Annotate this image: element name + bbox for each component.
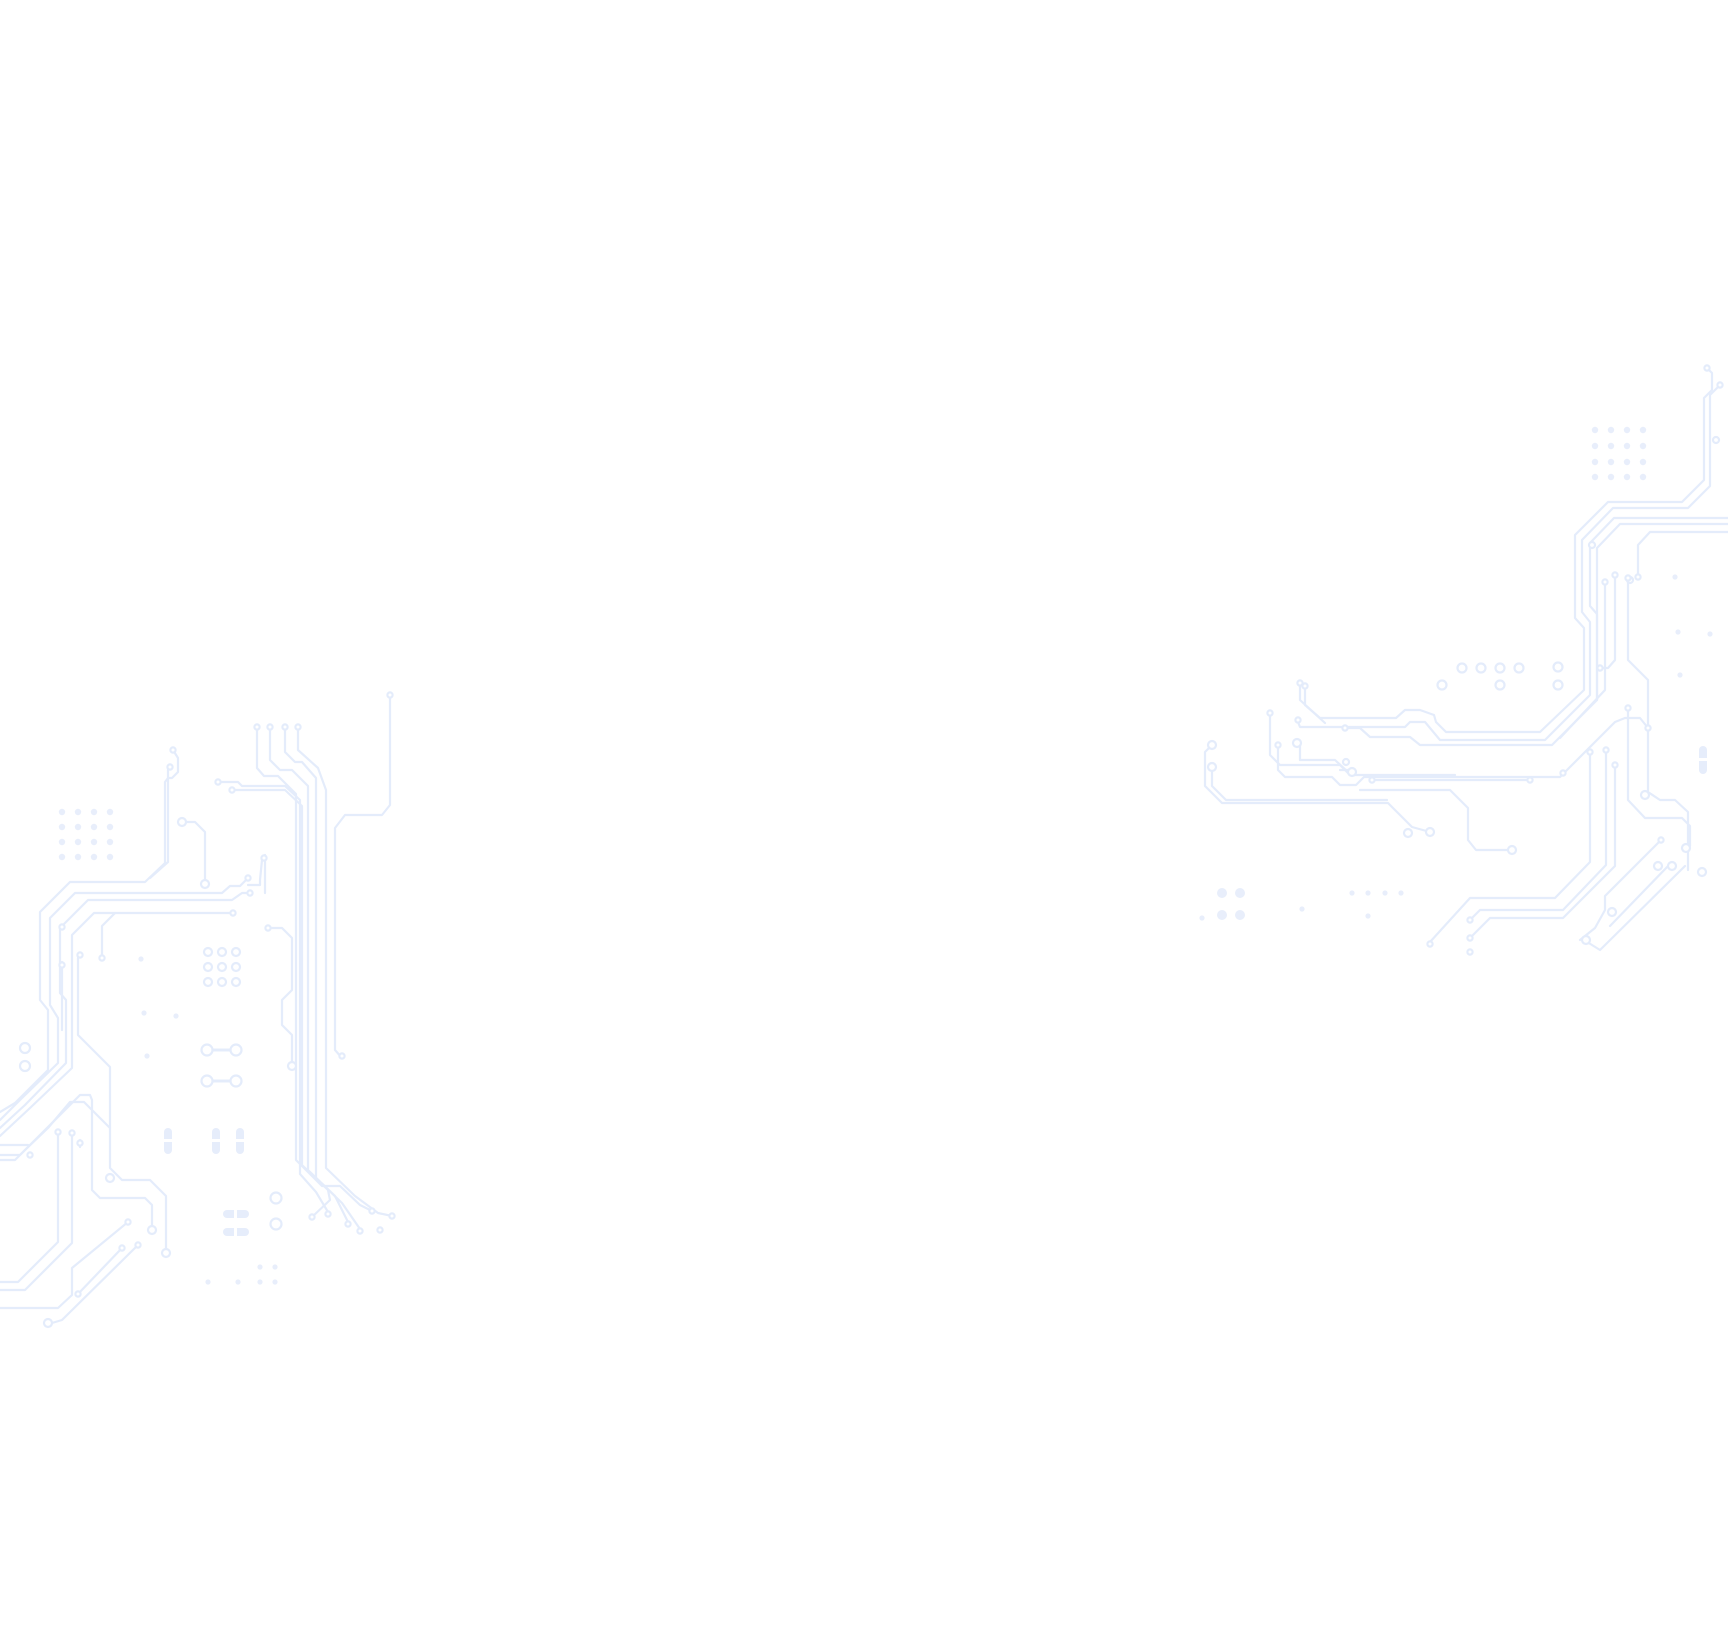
left-circuit-pads [18, 691, 396, 1329]
right-circuit-pads [1199, 364, 1724, 956]
left-circuit-traces [0, 693, 394, 1325]
right-circuit-traces [1203, 366, 1728, 952]
left-circuit-cluster [0, 691, 396, 1329]
right-circuit-cluster [1199, 364, 1728, 956]
